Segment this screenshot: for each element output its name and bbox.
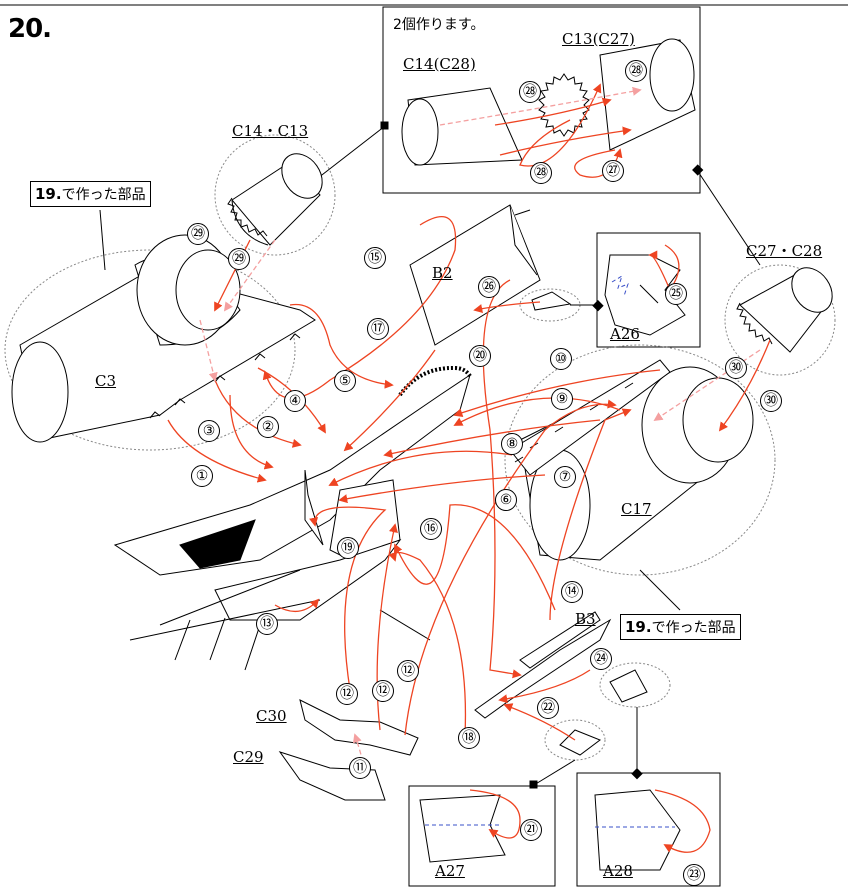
step-marker-18: ⑱ xyxy=(458,727,480,749)
made-in-ref: 19. xyxy=(625,618,652,636)
step-marker-30b: ㉚ xyxy=(760,390,782,412)
step-marker-12b: ⑫ xyxy=(372,680,394,702)
step-marker-27: ㉗ xyxy=(602,160,624,182)
part-c30-c29-shapes xyxy=(278,699,419,801)
step-marker-9: ⑨ xyxy=(551,388,573,410)
label-a26: A26 xyxy=(610,325,640,343)
step-marker-20: ⑳ xyxy=(469,345,491,367)
label-b2: B2 xyxy=(432,264,453,282)
step-marker-6: ⑥ xyxy=(495,489,517,511)
made-in-ref: 19. xyxy=(35,185,62,203)
label-c27-c28: C27・C28 xyxy=(746,242,823,260)
step-marker-21: ㉑ xyxy=(520,819,542,841)
made-in-step-tag-right: 19.で作った部品 xyxy=(620,614,741,640)
made-in-text: で作った部品 xyxy=(61,187,146,203)
step-marker-25: ㉕ xyxy=(665,283,687,305)
step-marker-5: ⑤ xyxy=(334,370,356,392)
step-number: 20. xyxy=(8,14,52,44)
part-a28-small xyxy=(609,669,648,703)
step-marker-26: ㉖ xyxy=(478,276,500,298)
step-marker-11: ⑪ xyxy=(349,757,371,779)
label-c17: C17 xyxy=(621,500,652,518)
step-marker-15: ⑮ xyxy=(364,247,386,269)
label-a27: A27 xyxy=(435,862,465,880)
made-in-text: で作った部品 xyxy=(651,620,736,636)
label-c14-c13: C14・C13 xyxy=(232,122,309,140)
part-b2-shape xyxy=(409,204,541,346)
part-c3-shape xyxy=(11,234,316,443)
step-marker-7: ⑦ xyxy=(554,466,576,488)
step-marker-23: ㉓ xyxy=(683,864,705,886)
label-c13-c27: C13(C27) xyxy=(562,30,635,48)
step-marker-22: ㉒ xyxy=(537,697,559,719)
step-marker-16: ⑯ xyxy=(420,518,442,540)
step-marker-28a: ㉘ xyxy=(519,81,541,103)
part-c3-tabs xyxy=(149,333,301,419)
make-two-note: 2個作ります。 xyxy=(393,17,485,33)
step-marker-17: ⑰ xyxy=(367,318,389,340)
label-c29: C29 xyxy=(233,748,264,766)
fold-guides xyxy=(425,274,675,828)
step-marker-4: ④ xyxy=(284,390,306,412)
step-marker-29b: ㉙ xyxy=(228,248,250,270)
inset-a27-a28-shapes xyxy=(419,789,681,871)
callout-circles xyxy=(4,134,836,761)
part-a26-small xyxy=(531,291,572,311)
step-marker-28b: ㉘ xyxy=(625,60,647,82)
label-c30: C30 xyxy=(256,707,287,725)
made-in-step-tag-left: 19.で作った部品 xyxy=(30,181,151,207)
part-b3-shape xyxy=(474,611,612,719)
part-c27-c28-shape xyxy=(736,267,833,353)
step-marker-1: ① xyxy=(191,465,213,487)
callout-connectors xyxy=(99,121,761,789)
part-a26-inset xyxy=(604,254,686,336)
step-marker-12a: ⑫ xyxy=(336,683,358,705)
step-marker-28c: ㉘ xyxy=(530,162,552,184)
step-marker-8: ⑧ xyxy=(501,433,523,455)
step-marker-12c: ⑫ xyxy=(397,660,419,682)
step-marker-30a: ㉚ xyxy=(725,357,747,379)
step-marker-2: ② xyxy=(257,416,279,438)
part-c14-c13-shape xyxy=(227,153,323,246)
step-marker-24: ㉔ xyxy=(590,648,612,670)
step-marker-13: ⑬ xyxy=(256,613,278,635)
step-marker-10: ⑩ xyxy=(550,348,572,370)
step-marker-29a: ㉙ xyxy=(187,223,209,245)
inset-cones-shape xyxy=(401,38,696,166)
step-marker-19: ⑲ xyxy=(337,537,359,559)
step-marker-14: ⑭ xyxy=(561,581,583,603)
label-c3: C3 xyxy=(95,372,117,390)
label-c14-c28: C14(C28) xyxy=(403,55,476,73)
label-b3: B3 xyxy=(575,610,596,628)
rim-teeth xyxy=(398,365,472,397)
label-a28: A28 xyxy=(603,862,633,880)
step-marker-3: ③ xyxy=(198,420,220,442)
central-fuselage-shape xyxy=(113,373,471,671)
